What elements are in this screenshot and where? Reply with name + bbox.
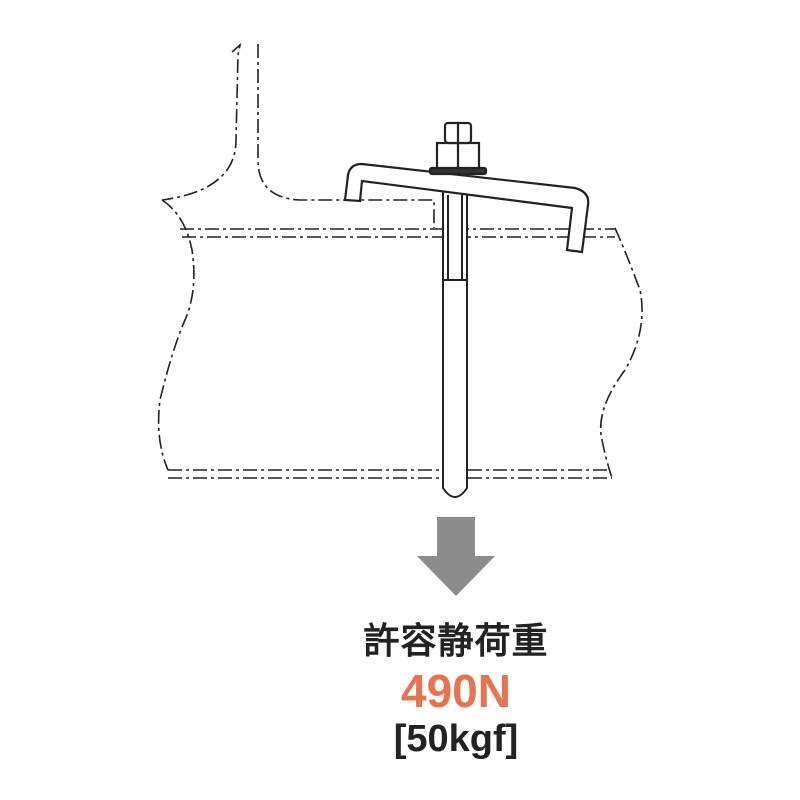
down-arrow-icon: [417, 517, 495, 596]
hook-bar-body: [343, 162, 590, 254]
nut-assembly: [428, 121, 488, 176]
beam-web: [161, 42, 242, 201]
beam-left-edge: [157, 199, 195, 471]
beam-web-right: [257, 44, 435, 228]
bolt: [442, 179, 468, 498]
load-value-kgf: [50kgf]: [393, 718, 519, 760]
beam-right-edge: [599, 227, 643, 479]
beam-outline: [157, 42, 643, 479]
load-value-newton: 490N: [401, 665, 511, 717]
allowable-static-load-title: 許容静荷重: [363, 621, 549, 662]
hook-bar: [343, 162, 590, 254]
bolt-shaft: [442, 179, 468, 498]
